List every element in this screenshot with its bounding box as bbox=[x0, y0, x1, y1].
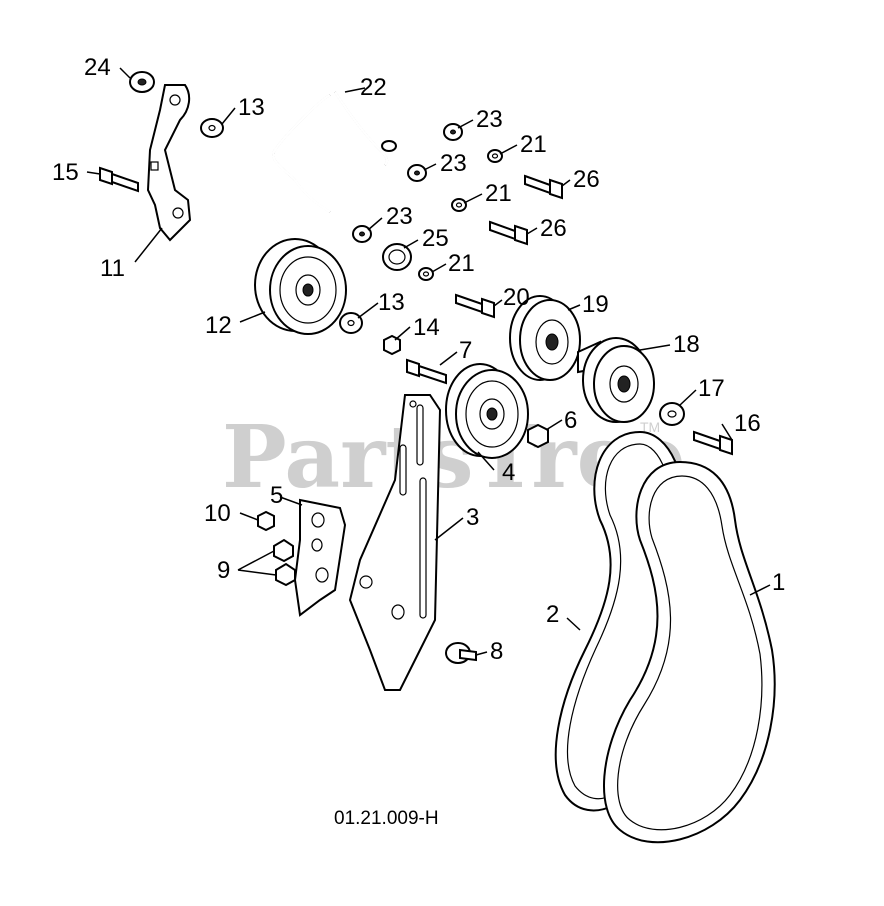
callout-11: 11 bbox=[100, 255, 125, 282]
callout-23-b: 23 bbox=[440, 150, 467, 177]
callout-1: 1 bbox=[772, 569, 785, 596]
bolt-20[interactable] bbox=[455, 293, 495, 319]
nut-6[interactable] bbox=[527, 423, 549, 449]
callout-22: 22 bbox=[360, 74, 387, 101]
callout-21-b: 21 bbox=[485, 180, 512, 207]
diagram-code: 01.21.009-H bbox=[334, 808, 439, 829]
spacer-25[interactable] bbox=[382, 243, 412, 271]
callout-10: 10 bbox=[204, 500, 231, 527]
lockwasher-21-a[interactable] bbox=[487, 149, 503, 163]
bolt-9-upper[interactable] bbox=[273, 538, 294, 563]
plate-5[interactable] bbox=[293, 498, 347, 617]
callout-23-a: 23 bbox=[476, 106, 503, 133]
callout-25: 25 bbox=[422, 225, 449, 252]
pulley-18[interactable] bbox=[577, 337, 655, 423]
idler-arm-3[interactable] bbox=[348, 394, 442, 691]
callout-4: 4 bbox=[502, 459, 515, 486]
bolt-8[interactable] bbox=[445, 642, 477, 664]
rod-22[interactable] bbox=[272, 91, 397, 214]
callout-3: 3 bbox=[466, 504, 479, 531]
callout-21-a: 21 bbox=[520, 131, 547, 158]
bolt-9-lower[interactable] bbox=[275, 562, 296, 587]
callout-13-lower: 13 bbox=[378, 289, 405, 316]
lockwasher-21-c[interactable] bbox=[418, 267, 434, 281]
callout-13-upper: 13 bbox=[238, 94, 265, 121]
callout-8: 8 bbox=[490, 638, 503, 665]
bolt-16[interactable] bbox=[693, 430, 733, 456]
bolt-15[interactable] bbox=[99, 166, 139, 193]
washer-24[interactable] bbox=[129, 71, 155, 93]
belt-1[interactable] bbox=[603, 460, 776, 844]
callout-20: 20 bbox=[503, 284, 530, 311]
washer-23-b[interactable] bbox=[407, 164, 427, 182]
callout-2: 2 bbox=[546, 601, 559, 628]
callout-12: 12 bbox=[205, 312, 232, 339]
nut-14[interactable] bbox=[383, 334, 401, 356]
callout-21-c: 21 bbox=[448, 250, 475, 277]
callout-26-upper: 26 bbox=[573, 166, 600, 193]
washer-13-lower[interactable] bbox=[339, 312, 363, 334]
leader-lines bbox=[86, 67, 771, 656]
callout-26-lower: 26 bbox=[540, 215, 567, 242]
idler-pulley-12[interactable] bbox=[254, 238, 347, 335]
callout-19: 19 bbox=[582, 291, 609, 318]
callout-18: 18 bbox=[673, 331, 700, 358]
callout-9: 9 bbox=[217, 557, 230, 584]
bolt-26-lower[interactable] bbox=[489, 220, 528, 246]
callout-7: 7 bbox=[459, 337, 472, 364]
callout-23-c: 23 bbox=[386, 203, 413, 230]
callout-6: 6 bbox=[564, 407, 577, 434]
washer-13-upper[interactable] bbox=[200, 118, 224, 138]
callout-24: 24 bbox=[84, 54, 111, 81]
idler-pulley-4[interactable] bbox=[445, 363, 529, 459]
bolt-7[interactable] bbox=[406, 358, 447, 385]
callout-16: 16 bbox=[734, 410, 761, 437]
callout-14: 14 bbox=[413, 314, 440, 341]
lockwasher-21-b[interactable] bbox=[451, 198, 467, 212]
washer-23-a[interactable] bbox=[443, 123, 463, 141]
watermark-tm: TM bbox=[640, 419, 660, 435]
bracket-11[interactable] bbox=[146, 84, 192, 242]
pulley-19[interactable] bbox=[509, 295, 581, 381]
callout-5: 5 bbox=[270, 482, 283, 509]
nut-10[interactable] bbox=[257, 510, 275, 532]
callout-labels: 24 13 15 11 22 23 21 23 26 21 23 26 25 2… bbox=[52, 54, 785, 665]
washer-23-c[interactable] bbox=[352, 225, 372, 243]
callout-15: 15 bbox=[52, 159, 79, 186]
washer-17[interactable] bbox=[659, 402, 685, 426]
bolt-26-upper[interactable] bbox=[524, 174, 563, 200]
callout-17: 17 bbox=[698, 375, 725, 402]
